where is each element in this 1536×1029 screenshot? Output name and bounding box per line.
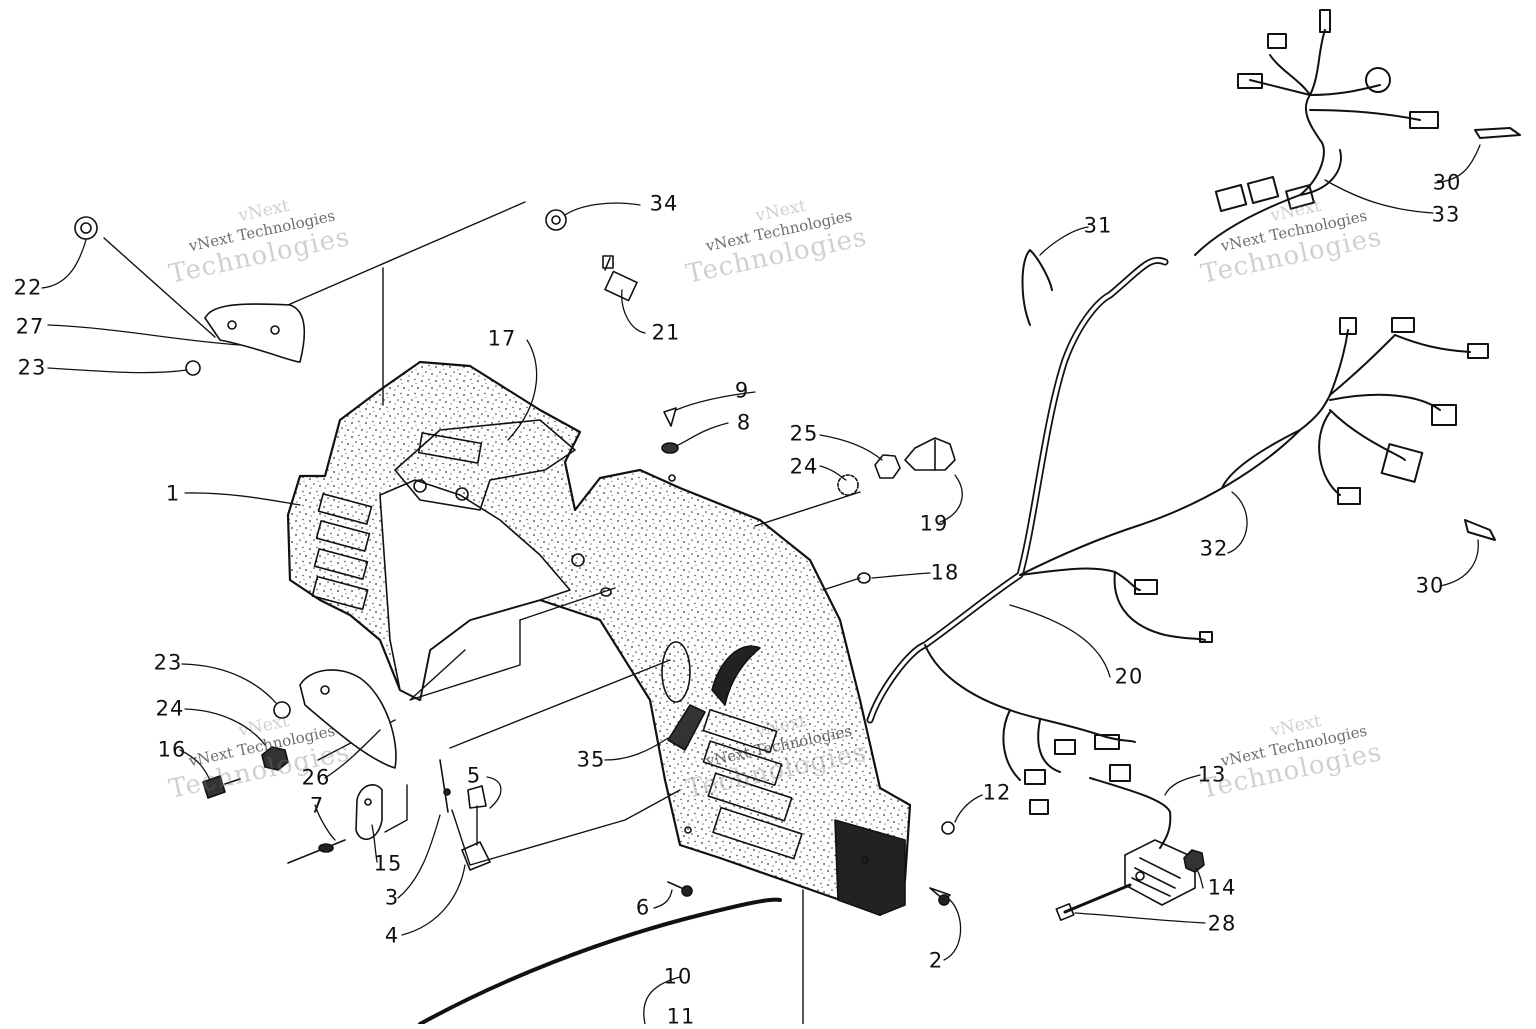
callout-35: 35 xyxy=(576,747,606,772)
callout-2: 2 xyxy=(928,948,944,973)
callout-17: 17 xyxy=(487,326,517,351)
callout-14: 14 xyxy=(1207,875,1237,900)
callout-20: 20 xyxy=(1114,664,1144,689)
part-14-nut xyxy=(1183,849,1205,873)
console-hood xyxy=(286,360,912,917)
callout-7: 7 xyxy=(309,793,325,818)
part-4-bracket xyxy=(461,841,491,871)
part-8-washer xyxy=(661,442,679,454)
callout-34: 34 xyxy=(649,191,679,216)
callout-30: 30 xyxy=(1415,573,1445,598)
part-23-grommet-top xyxy=(185,360,201,376)
callout-31: 31 xyxy=(1083,213,1113,238)
part-9-screw xyxy=(663,407,677,427)
callout-13: 13 xyxy=(1197,762,1227,787)
callout-1: 1 xyxy=(165,481,181,506)
callout-27: 26 xyxy=(301,765,331,790)
part-34-nut xyxy=(545,209,567,231)
part-18-washer xyxy=(857,572,871,584)
callout-6: 6 xyxy=(635,895,651,920)
part-19-key-switch xyxy=(904,437,956,471)
callout-10: 10 xyxy=(663,964,693,989)
part-12-washer xyxy=(941,821,955,835)
callout-19: 19 xyxy=(919,511,949,536)
callout-leaders xyxy=(41,144,1481,1024)
part-15-plate xyxy=(355,784,383,841)
callout-4: 4 xyxy=(384,923,400,948)
callout-28: 27 xyxy=(15,314,45,339)
hardware-parts xyxy=(74,209,1205,1024)
callout-25: 24 xyxy=(789,454,819,479)
part-5-clip xyxy=(467,785,487,809)
part-13-regulator xyxy=(1124,839,1196,906)
part-3-pin xyxy=(439,759,449,813)
callout-15: 15 xyxy=(373,851,403,876)
callout-11: 11 xyxy=(666,1004,696,1029)
callout-29: 28 xyxy=(1207,911,1237,936)
part-23-grommet-bottom xyxy=(273,701,291,719)
callout-26: 25 xyxy=(789,421,819,446)
callout-8: 8 xyxy=(736,410,752,435)
callout-16: 16 xyxy=(157,737,187,762)
callout-33: 33 xyxy=(1431,202,1461,227)
callout-18: 18 xyxy=(930,560,960,585)
part-26-nut xyxy=(874,454,901,479)
part-22-nut xyxy=(74,216,98,240)
part-24-nut xyxy=(261,746,289,771)
callout-24: 24 xyxy=(155,696,185,721)
part-10-cable xyxy=(418,897,782,1024)
part-21-toggle-switch xyxy=(602,255,638,302)
part-28-lens xyxy=(204,303,306,363)
part-29-bolt xyxy=(1063,883,1132,914)
callout-21: 21 xyxy=(651,320,681,345)
callout-3: 3 xyxy=(384,885,400,910)
callout-23: 23 xyxy=(17,355,47,380)
callout-32: 32 xyxy=(1199,536,1229,561)
callout-30: 30 xyxy=(1432,170,1462,195)
callout-9: 9 xyxy=(734,378,750,403)
part-16-key xyxy=(202,775,226,799)
part-7-pin xyxy=(287,839,346,864)
part-25-lockwasher xyxy=(837,474,859,496)
wiring-harness xyxy=(866,9,1521,849)
callout-23: 23 xyxy=(153,650,183,675)
callout-22: 22 xyxy=(13,275,43,300)
callout-5: 5 xyxy=(466,763,482,788)
callout-12: 12 xyxy=(982,780,1012,805)
